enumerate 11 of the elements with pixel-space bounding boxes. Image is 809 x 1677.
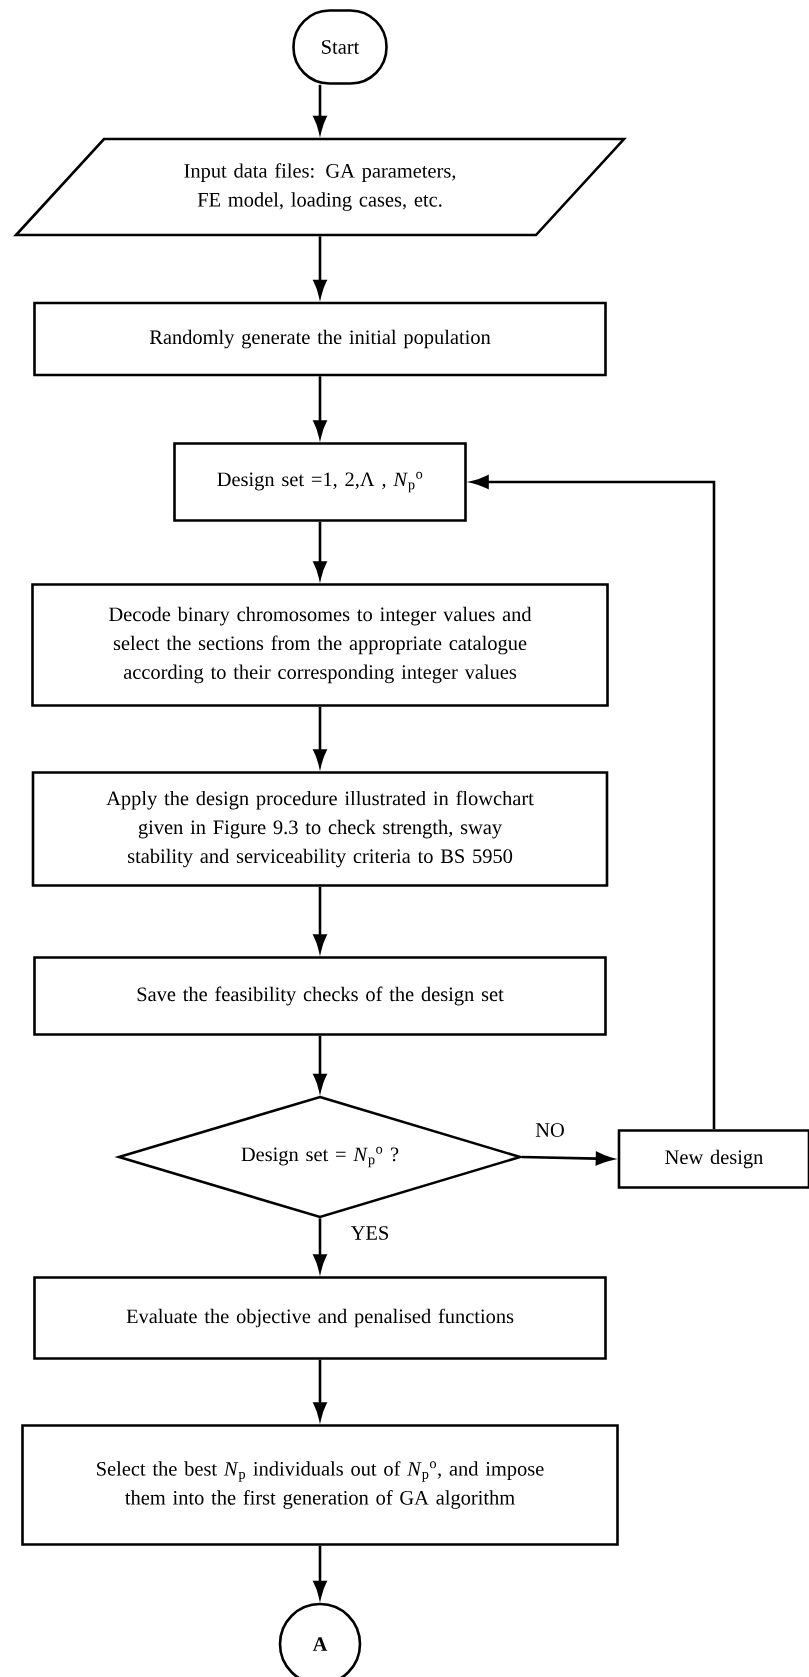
edge-label: NO xyxy=(534,1122,566,1138)
process-box: Select the best N$_{p}$ individuals out of N$_{p}$$^{o}$, and impose them into the first generation of GA algorithm xyxy=(21,1424,619,1546)
process-box: Apply the design procedure illustrated in flowchart given in Figure 9.3 to check strength, sway stability and serviceability criteria to BS 5950 xyxy=(31,771,609,887)
process-box: New design xyxy=(617,1129,809,1189)
process-box: Evaluate the objective and penalised functions xyxy=(33,1276,607,1360)
process-box: Save the feasibility checks of the design set xyxy=(33,956,607,1036)
start-terminal: Start xyxy=(292,9,388,85)
edge-label: YES xyxy=(349,1225,391,1241)
process-box: Decode binary chromosomes to integer values and select the sections from the appropriate catalogue according to their corresponding integer values xyxy=(31,583,609,707)
process-box: Randomly generate the initial population xyxy=(33,301,607,377)
process-box: Design set =1, 2,Λ , N$_{p}$o xyxy=(173,442,467,522)
